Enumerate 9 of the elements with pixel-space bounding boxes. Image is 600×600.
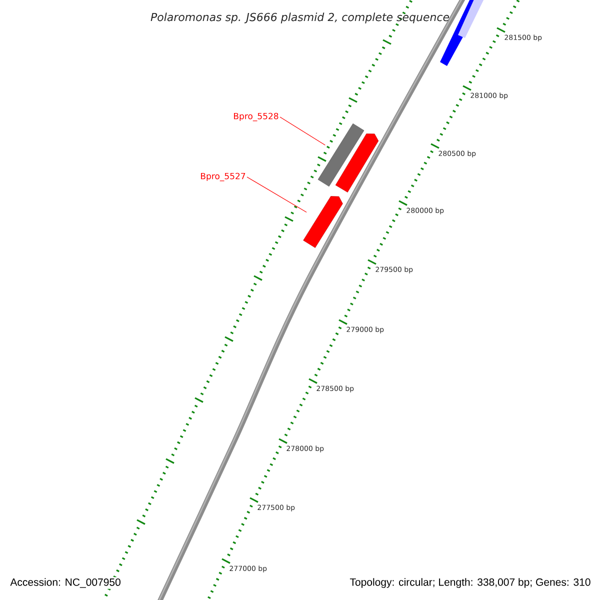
gene-label: Bpro_5528 xyxy=(234,112,278,122)
accession-text: Accession: NC_007950 xyxy=(9,577,122,589)
leader-line xyxy=(246,176,307,213)
gene-box xyxy=(318,123,364,187)
summary-text: Topology: circular; Length: 338,007 bp; Genes: 310 xyxy=(350,578,590,588)
gene-label: Bpro_5527 xyxy=(201,172,246,182)
gene-arrow xyxy=(303,196,343,248)
leader-line xyxy=(280,116,326,146)
title: Polaromonas sp. JS666 plasmid 2, complete sequence xyxy=(150,12,450,24)
